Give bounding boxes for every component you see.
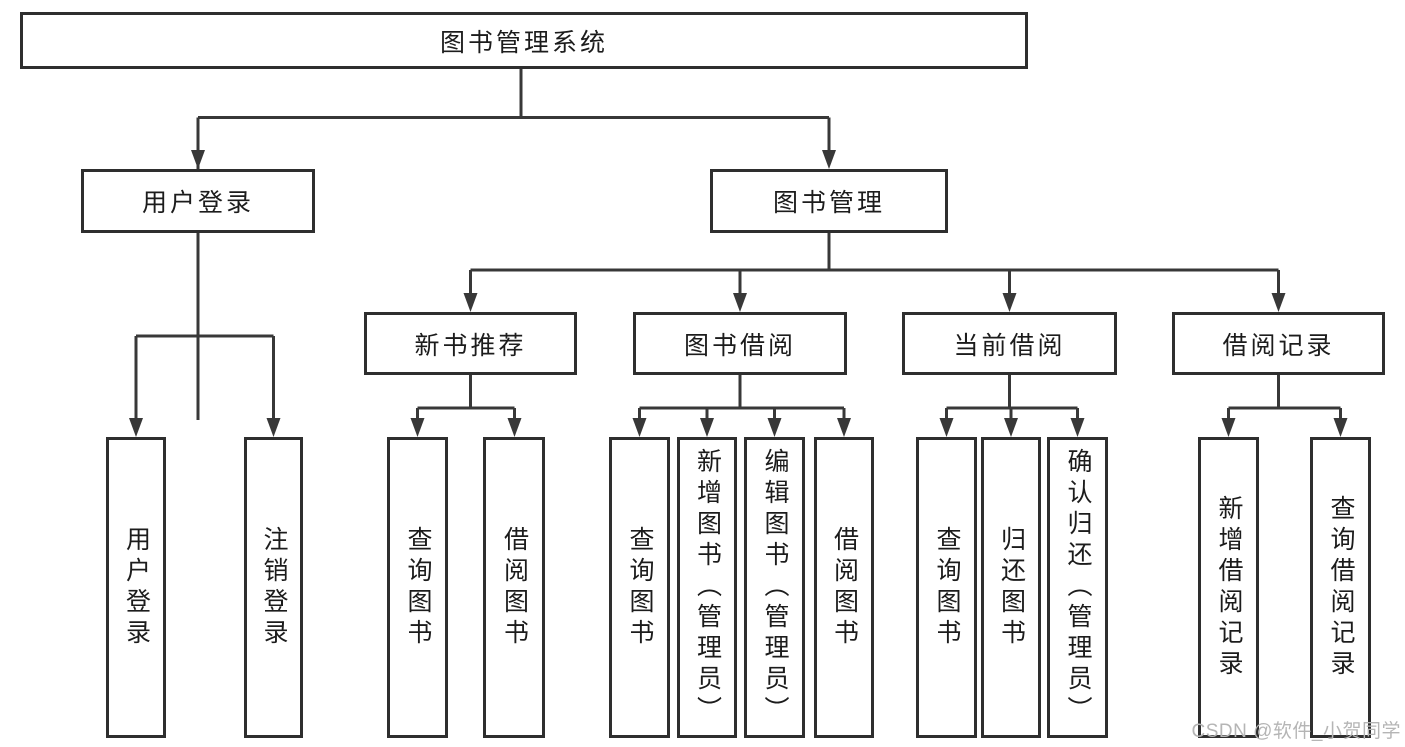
arrowhead — [1004, 418, 1018, 437]
node-label: 新书推荐 — [414, 331, 527, 360]
node-new-book-recommend: 新书推荐 — [364, 312, 577, 375]
connector-book-borrow-group — [632, 375, 851, 437]
arrowhead — [463, 293, 478, 312]
arrowhead — [1002, 293, 1017, 312]
node-label: 借阅图书 — [500, 525, 529, 650]
node-user-login: 用户登录 — [81, 169, 315, 233]
node-label: 当前借阅 — [953, 331, 1066, 360]
node-borrow-records: 借阅记录 — [1172, 312, 1385, 375]
node-label: 新增借阅记录 — [1215, 494, 1243, 681]
node-label: 图书管理系统 — [439, 28, 608, 57]
node-label: 图书借阅 — [683, 331, 796, 360]
node-label: 用户登录 — [141, 189, 254, 217]
node-label: 查询图书 — [404, 525, 432, 650]
arrowhead — [767, 418, 782, 437]
leaf-query-borrow-record: 查询借阅记录 — [1310, 437, 1371, 738]
arrowhead — [837, 418, 851, 437]
leaf-borrow-books: 借阅图书 — [814, 437, 874, 738]
node-book-borrow: 图书借阅 — [633, 312, 847, 375]
arrowhead — [1333, 418, 1348, 437]
arrowhead — [1221, 418, 1236, 437]
arrowhead — [1271, 293, 1286, 312]
arrowhead — [700, 418, 714, 437]
leaf-return-books: 归还图书 — [981, 437, 1041, 738]
node-label: 图书管理 — [772, 189, 885, 217]
csdn-watermark: CSDN @软件_小贺同学 — [1191, 721, 1401, 742]
node-label: 查询图书 — [626, 525, 654, 650]
arrowhead — [939, 418, 954, 437]
leaf-query-books-current: 查询图书 — [916, 437, 977, 738]
node-label: 归还图书 — [997, 525, 1026, 650]
leaf-logout: 注销登录 — [244, 437, 303, 738]
arrowhead — [410, 418, 425, 437]
arrowhead — [822, 150, 836, 169]
connector-root-to-level2 — [191, 69, 836, 420]
leaf-confirm-return-admin: 确认归还（管理员） — [1047, 437, 1108, 738]
node-label: 确认归还（管理员） — [1064, 448, 1092, 727]
leaf-query-books-recommend: 查询图书 — [387, 437, 448, 738]
node-library-management-system: 图书管理系统 — [20, 12, 1028, 69]
node-label: 借阅记录 — [1222, 331, 1335, 360]
node-label: 查询借阅记录 — [1327, 494, 1355, 681]
connector-user-login-group — [129, 233, 281, 437]
connector-borrow-records-group — [1221, 375, 1348, 437]
leaf-user-login: 用户登录 — [106, 437, 166, 738]
arrowhead — [129, 418, 143, 437]
leaf-add-borrow-record: 新增借阅记录 — [1198, 437, 1259, 738]
leaf-add-books-admin: 新增图书（管理员） — [677, 437, 737, 738]
node-book-management: 图书管理 — [710, 169, 948, 233]
leaf-borrow-books-recommend: 借阅图书 — [483, 437, 545, 738]
connector-book-management-to-level3 — [463, 233, 1286, 312]
node-label: 编辑图书（管理员） — [761, 448, 789, 727]
node-label: 新增图书（管理员） — [693, 448, 722, 727]
arrowhead — [266, 418, 281, 437]
arrowhead — [191, 150, 205, 169]
connector-new-book-group — [410, 375, 522, 437]
node-label: 用户登录 — [122, 525, 151, 650]
node-label: 注销登录 — [260, 525, 288, 650]
node-label: 借阅图书 — [830, 525, 859, 650]
leaf-query-books-borrow: 查询图书 — [609, 437, 670, 738]
node-current-borrow: 当前借阅 — [902, 312, 1117, 375]
arrowhead — [733, 293, 747, 312]
leaf-edit-books-admin: 编辑图书（管理员） — [744, 437, 805, 738]
node-label: 查询图书 — [933, 525, 961, 650]
arrowhead — [1070, 418, 1085, 437]
arrowhead — [632, 418, 647, 437]
connector-current-borrow-group — [939, 375, 1085, 437]
arrowhead — [507, 418, 522, 437]
